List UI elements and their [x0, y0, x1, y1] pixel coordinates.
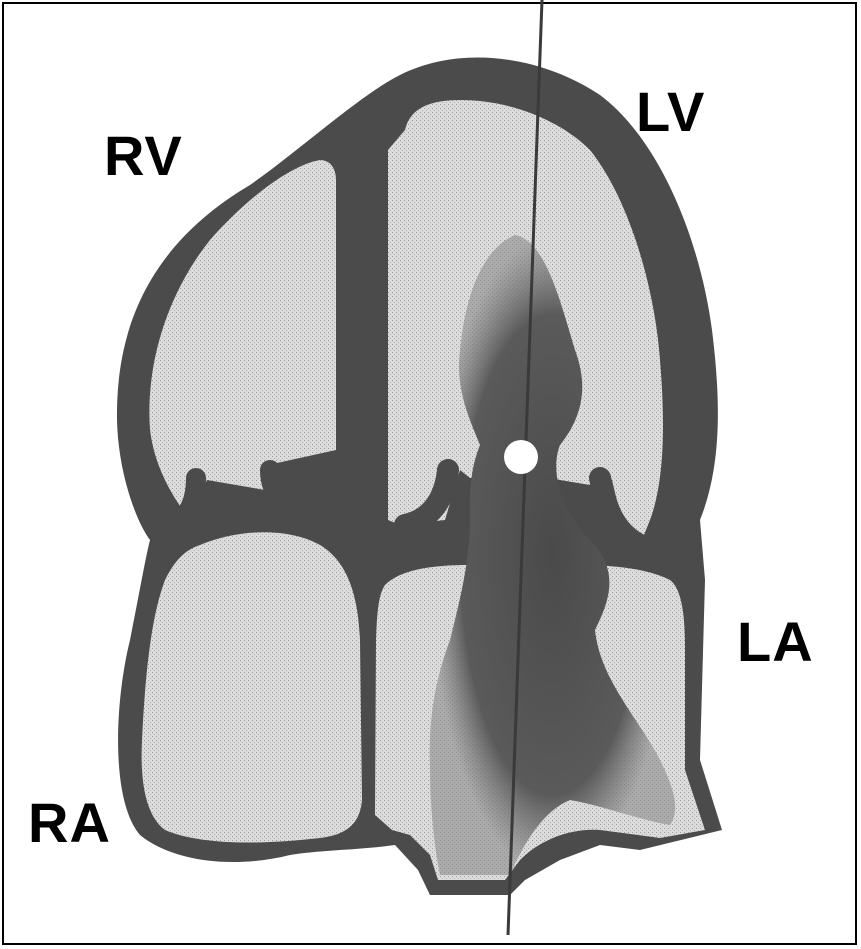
label-rv: RV [104, 128, 183, 184]
ra-cavity [142, 532, 362, 842]
label-la: LA [737, 614, 814, 670]
label-ra: RA [28, 795, 111, 851]
sample-volume-marker [504, 440, 538, 474]
label-lv: LV [636, 84, 705, 140]
